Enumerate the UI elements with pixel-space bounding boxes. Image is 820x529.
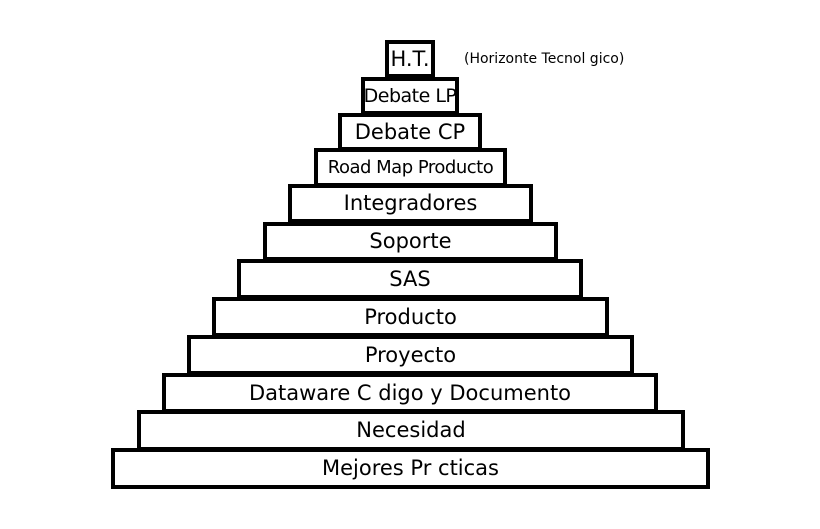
pyramid-level-label: Debate LP (363, 84, 457, 107)
pyramid-level-label: Road Map Producto (327, 156, 494, 178)
pyramid-level-label: Proyecto (364, 342, 457, 367)
pyramid-annotation: (Horizonte Tecnol gico) (464, 51, 625, 67)
pyramid-level-label: Producto (364, 304, 457, 329)
pyramid-level-producto: Producto (212, 297, 609, 337)
pyramid-level-debate-cp: Debate CP (338, 113, 482, 151)
pyramid-level-dataware: Dataware C digo y Documento (162, 373, 658, 413)
pyramid-level-label: Debate CP (354, 119, 466, 144)
pyramid-level-sas: SAS (237, 259, 583, 299)
pyramid-level-soporte: Soporte (263, 222, 558, 261)
pyramid-level-label: Dataware C digo y Documento (248, 380, 572, 405)
pyramid-level-label: SAS (389, 266, 431, 291)
pyramid-level-label: H.T. (390, 46, 430, 71)
pyramid-level-mejores-practicas: Mejores Pr cticas (111, 448, 710, 489)
pyramid-level-road-map-producto: Road Map Producto (314, 148, 507, 187)
pyramid-level-ht: H.T. (385, 40, 435, 78)
pyramid-level-proyecto: Proyecto (187, 335, 634, 375)
pyramid-level-necesidad: Necesidad (137, 410, 685, 451)
pyramid-level-label: Soporte (369, 229, 452, 253)
pyramid-level-integradores: Integradores (288, 184, 533, 223)
pyramid-level-label: Necesidad (356, 418, 466, 442)
pyramid-level-label: Mejores Pr cticas (321, 456, 499, 480)
pyramid-level-debate-lp: Debate LP (361, 77, 459, 115)
pyramid-level-label: Integradores (343, 191, 478, 215)
